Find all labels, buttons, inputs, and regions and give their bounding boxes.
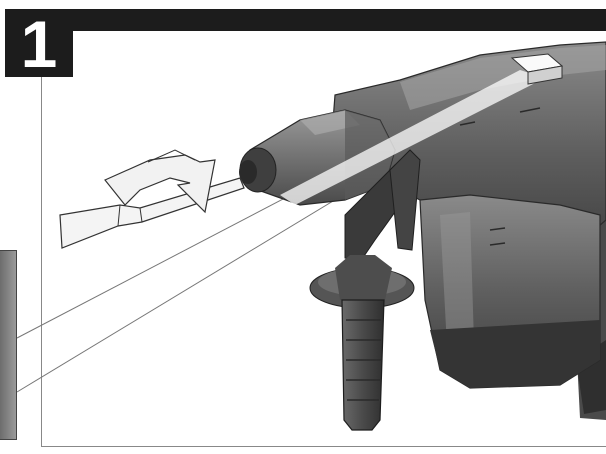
chisel-bit	[60, 178, 244, 248]
